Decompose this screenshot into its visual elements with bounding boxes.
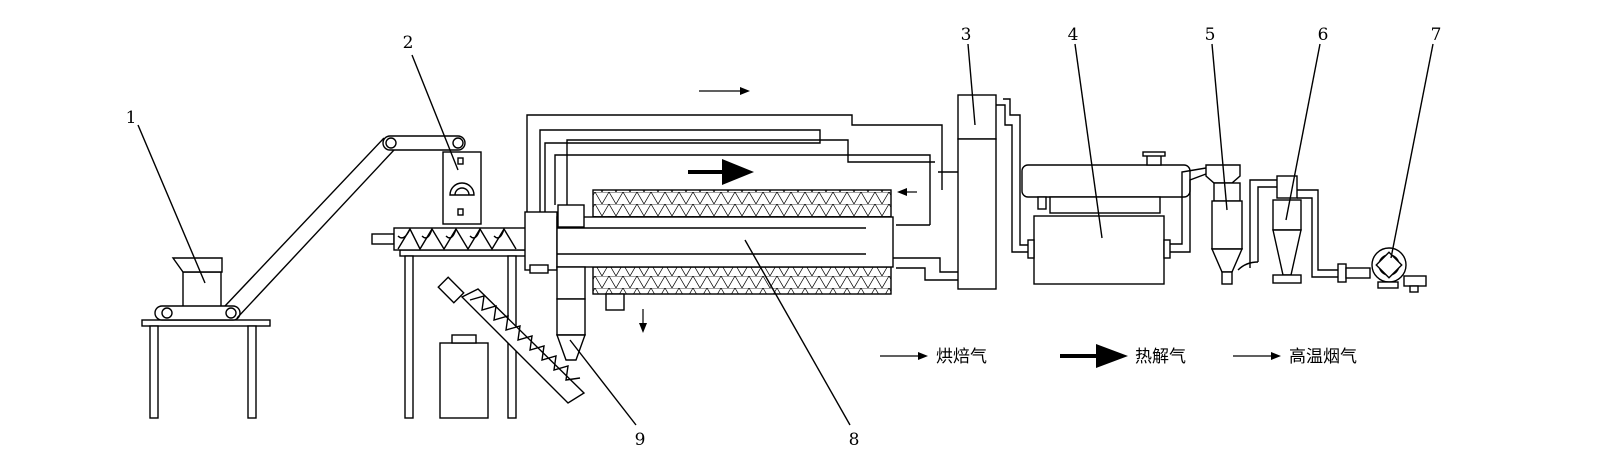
legend-flue-gas: 高温烟气: [1233, 347, 1357, 367]
legend-pyrolysis-gas: 热解气: [1060, 344, 1186, 368]
feed-table: [141, 319, 271, 419]
callout-5: 5: [1205, 25, 1216, 45]
callout-labels: 1 2 3 4 5 6 7 8 9: [126, 25, 1442, 450]
legend-roasting-gas: 烘焙气: [880, 347, 987, 367]
pyrolysis-reactor: [524, 189, 894, 311]
screw-feeder: [371, 227, 527, 251]
boiler: [1021, 151, 1191, 285]
leader-lines: [137, 43, 1434, 426]
rotary-feeder: [442, 151, 482, 225]
inclined-screw: [437, 276, 586, 404]
callout-1: 1: [126, 108, 137, 128]
combustor: [893, 94, 997, 290]
callout-8: 8: [849, 430, 860, 450]
flow-arrows: [639, 87, 917, 333]
callout-2: 2: [403, 33, 414, 53]
callout-3: 3: [961, 25, 972, 45]
belt-conveyor: [224, 135, 466, 319]
roasting-gas-pipes: [526, 98, 1035, 253]
legend: 烘焙气 热解气 高温烟气: [880, 344, 1357, 368]
feed-hopper: [154, 257, 241, 321]
legend-flue-gas-label: 高温烟气: [1289, 347, 1357, 367]
callout-4: 4: [1068, 25, 1079, 45]
legend-pyrolysis-gas-label: 热解气: [1135, 347, 1186, 367]
second-cyclone: [1249, 175, 1338, 284]
callout-6: 6: [1318, 25, 1329, 45]
discharge-bin: [439, 334, 489, 419]
legend-roasting-gas-label: 烘焙气: [936, 347, 987, 367]
induced-draft-fan: [1337, 247, 1427, 293]
callout-7: 7: [1431, 25, 1442, 45]
callout-9: 9: [635, 430, 646, 450]
reactor-cyclone: [556, 266, 586, 361]
